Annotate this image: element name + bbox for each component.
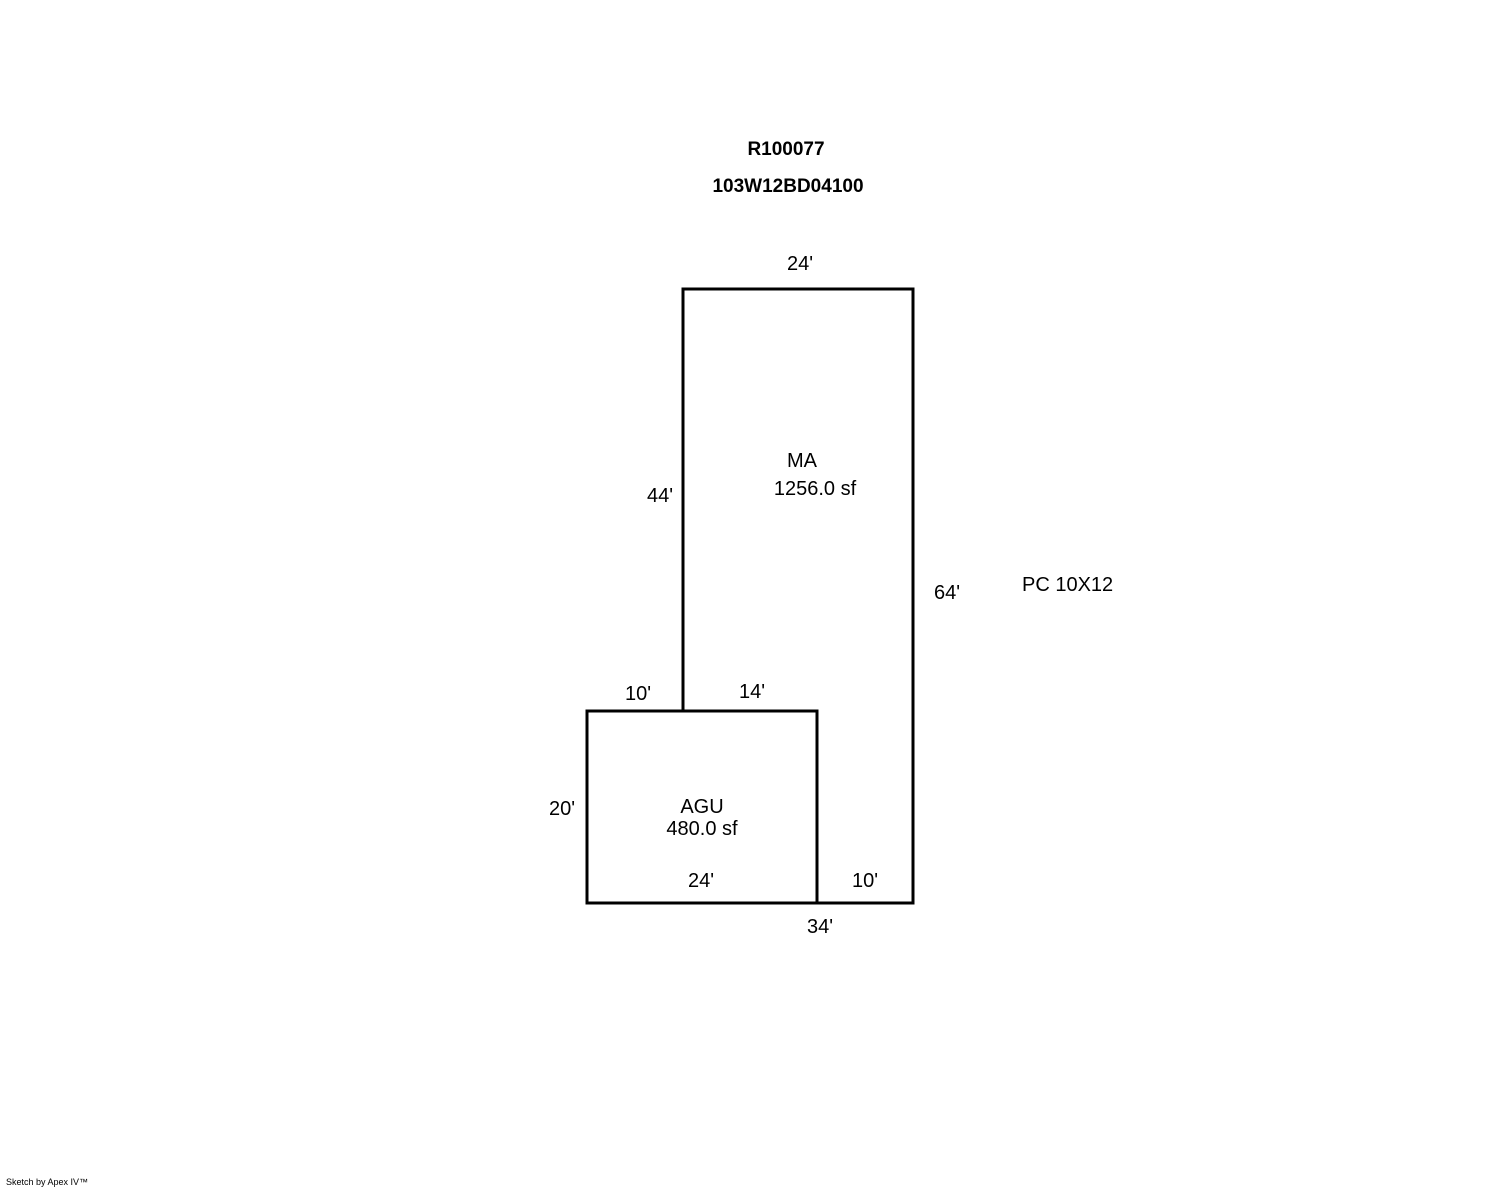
agu-outline (585, 709, 819, 905)
dim-ma-right: 64' (933, 582, 961, 604)
pc-note: PC 10X12 (1022, 574, 1114, 596)
account-id: R100077 (747, 139, 825, 160)
software-credit: Sketch by Apex IV™ (6, 1177, 89, 1187)
dim-agu-left: 20' (548, 798, 576, 820)
ma-code: MA (787, 450, 817, 472)
dim-ma-left: 44' (646, 485, 674, 507)
ma-area: 1256.0 sf (773, 478, 857, 500)
dim-agu-bottom: 24' (687, 870, 715, 892)
dim-ma-bottom-right: 10' (851, 870, 879, 892)
dim-ma-top: 24' (786, 253, 814, 275)
dim-ma-step-left: 10' (624, 683, 652, 705)
map-tax-lot: 103W12BD04100 (712, 176, 864, 197)
dim-overall-bottom: 34' (806, 916, 834, 938)
agu-code: AGU (680, 796, 724, 818)
agu-area: 480.0 sf (666, 818, 738, 840)
dim-agu-top: 14' (738, 681, 766, 703)
